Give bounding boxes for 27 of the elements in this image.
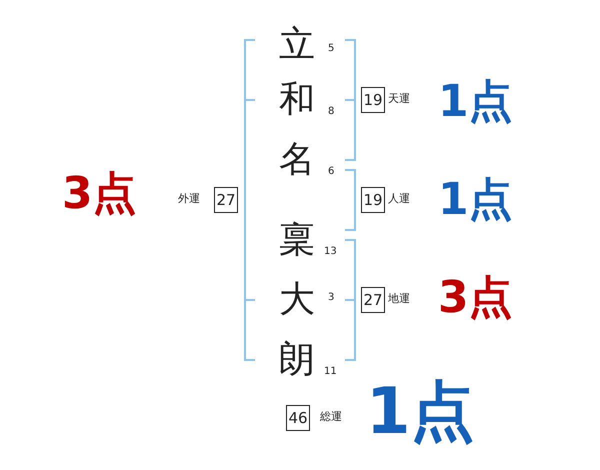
number-box: 46	[286, 405, 310, 431]
stroke-count: 5	[328, 44, 334, 54]
stroke-count: 6	[328, 167, 334, 177]
stroke-count: 13	[324, 247, 337, 257]
score-text: 1点	[438, 178, 513, 222]
name-character: 立	[279, 27, 315, 63]
stroke-count: 3	[328, 293, 334, 303]
name-character: 和	[279, 82, 315, 118]
number-box: 27	[361, 287, 385, 313]
score-text: 1点	[366, 380, 475, 444]
fortune-label: 総運	[320, 411, 342, 422]
name-character: 名	[279, 142, 315, 178]
number-box: 19	[361, 187, 385, 213]
name-character: 朗	[279, 342, 315, 378]
stroke-count: 8	[328, 107, 334, 117]
stroke-count: 11	[324, 367, 337, 377]
number-box: 19	[361, 87, 385, 113]
fortune-label: 外運	[178, 193, 200, 204]
score-text: 1点	[438, 80, 513, 124]
name-character: 大	[279, 282, 315, 318]
score-text: 3点	[438, 276, 513, 320]
fortune-label: 人運	[388, 193, 410, 204]
number-box: 27	[214, 187, 238, 213]
name-character: 稟	[279, 222, 315, 258]
score-text: 3点	[62, 172, 137, 216]
fortune-label: 地運	[388, 293, 410, 304]
fortune-label: 天運	[388, 93, 410, 104]
